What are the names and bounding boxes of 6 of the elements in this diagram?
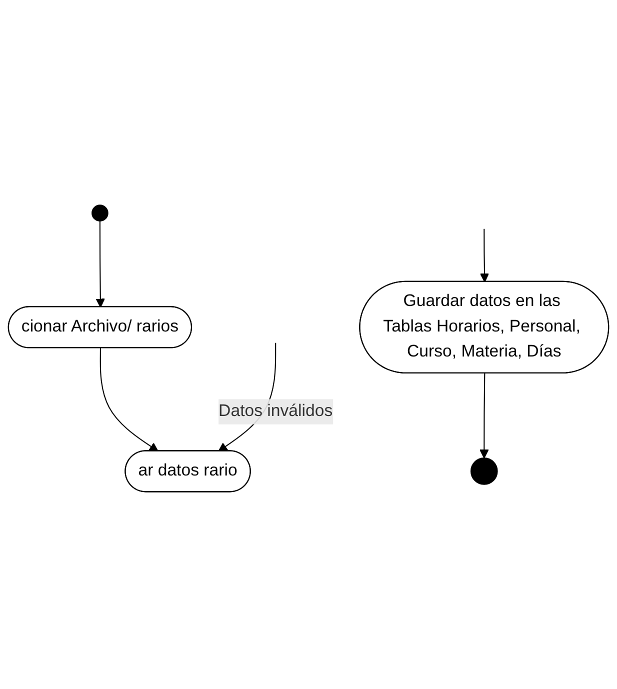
node-circle: [92, 204, 108, 222]
node-circle: [470, 458, 498, 485]
arrow: [480, 373, 489, 458]
arrow: [96, 220, 106, 308]
arrow: [480, 228, 490, 282]
arrow: [100, 348, 158, 452]
